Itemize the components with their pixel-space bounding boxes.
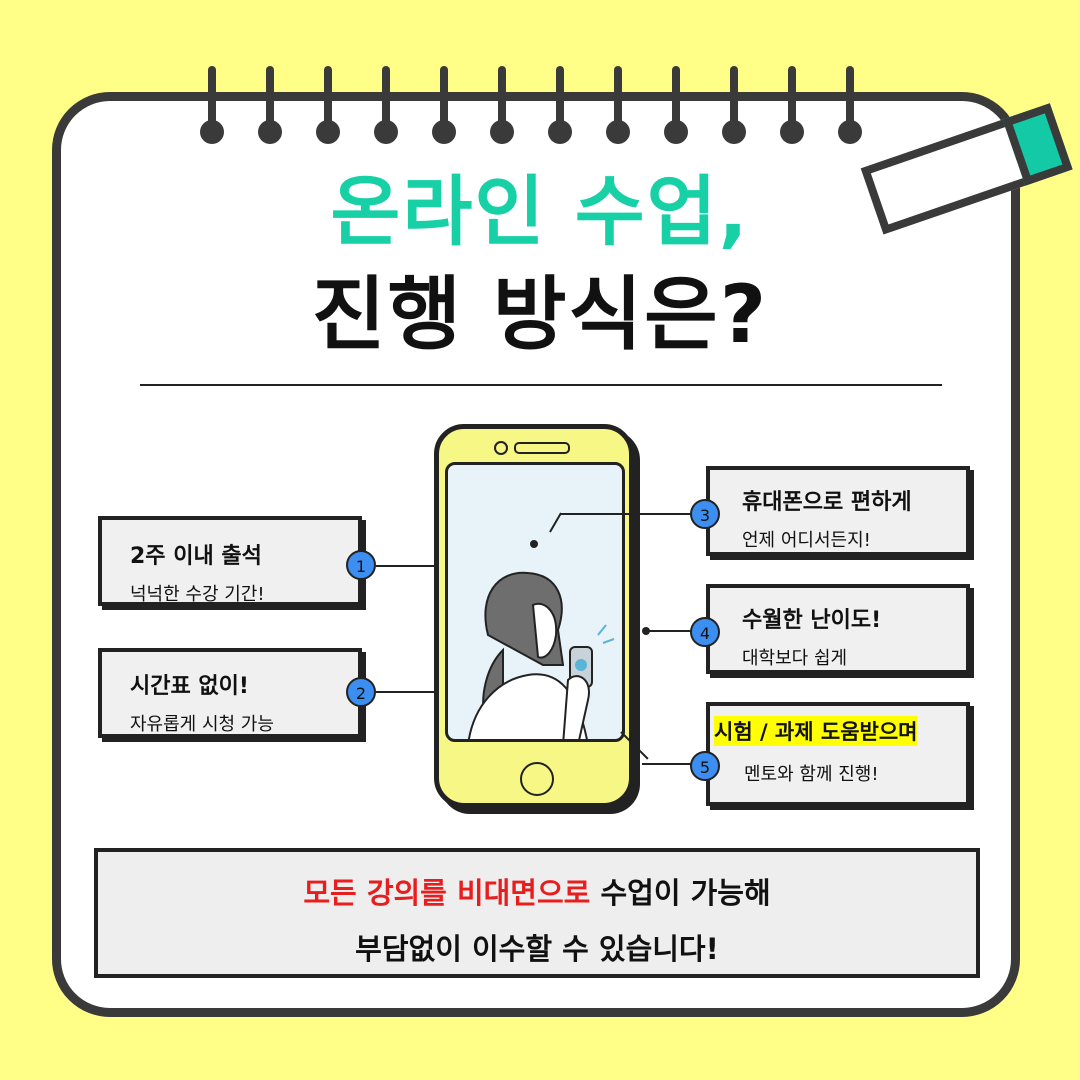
binder-ring-icon bbox=[490, 66, 514, 144]
smartphone-illustration bbox=[434, 424, 634, 808]
binder-ring-icon bbox=[780, 66, 804, 144]
feature-subtext: 멘토와 함께 진행! bbox=[744, 764, 879, 785]
number-badge-3: 3 bbox=[690, 499, 720, 529]
number-badge-5: 5 bbox=[690, 751, 720, 781]
title-line-1: 온라인 수업, bbox=[330, 167, 750, 256]
connector-dot bbox=[642, 627, 650, 635]
summary-line-1-rest: 수업이 가능해 bbox=[590, 876, 771, 910]
binder-ring-icon bbox=[664, 66, 688, 144]
connector-line bbox=[376, 565, 436, 567]
connector-line bbox=[642, 763, 692, 765]
number-badge-4: 4 bbox=[690, 617, 720, 647]
binder-ring-icon bbox=[722, 66, 746, 144]
feature-subtext: 자유롭게 시청 가능 bbox=[130, 714, 274, 735]
number-badge-2: 2 bbox=[346, 677, 376, 707]
summary-emphasis: 모든 강의를 비대면으로 bbox=[303, 876, 591, 910]
binder-ring-icon bbox=[548, 66, 572, 144]
feature-box-1: 2주 이내 출석 넉넉한 수강 기간! bbox=[98, 516, 362, 606]
binder-ring-icon bbox=[374, 66, 398, 144]
feature-heading: 시간표 없이! bbox=[130, 674, 249, 699]
connector-dot bbox=[530, 540, 538, 548]
feature-box-2: 시간표 없이! 자유롭게 시청 가능 bbox=[98, 648, 362, 738]
connector-line bbox=[376, 691, 436, 693]
feature-heading: 2주 이내 출석 bbox=[130, 544, 262, 569]
feature-heading: 수월한 난이도! bbox=[742, 608, 882, 633]
connector-line bbox=[646, 630, 692, 632]
feature-box-3: 휴대폰으로 편하게 언제 어디서든지! bbox=[706, 466, 970, 556]
summary-box: 모든 강의를 비대면으로 수업이 가능해 부담없이 이수할 수 있습니다! bbox=[94, 848, 980, 978]
speaker-icon bbox=[514, 442, 570, 454]
binder-ring-icon bbox=[316, 66, 340, 144]
binder-ring-icon bbox=[200, 66, 224, 144]
connector-line bbox=[560, 513, 692, 515]
binder-ring-icon bbox=[838, 66, 862, 144]
binder-ring-icon bbox=[432, 66, 456, 144]
feature-subtext: 대학보다 쉽게 bbox=[742, 648, 848, 669]
feature-box-4: 수월한 난이도! 대학보다 쉽게 bbox=[706, 584, 970, 674]
woman-with-phone-illustration bbox=[468, 571, 615, 739]
binder-ring-icon bbox=[258, 66, 282, 144]
feature-heading: 휴대폰으로 편하게 bbox=[742, 490, 912, 515]
home-button-icon bbox=[520, 762, 554, 796]
divider bbox=[140, 384, 942, 386]
camera-icon bbox=[494, 441, 508, 455]
summary-line-1: 모든 강의를 비대면으로 수업이 가능해 bbox=[98, 870, 976, 912]
feature-heading-highlighted: 시험 / 과제 도움받으며 bbox=[714, 716, 918, 746]
feature-box-5: 시험 / 과제 도움받으며 멘토와 함께 진행! bbox=[706, 702, 970, 806]
summary-line-2: 부담없이 이수할 수 있습니다! bbox=[355, 932, 719, 966]
number-badge-1: 1 bbox=[346, 550, 376, 580]
feature-subtext: 언제 어디서든지! bbox=[742, 530, 871, 551]
title-line-2: 진행 방식은? bbox=[311, 268, 769, 361]
phone-screen bbox=[445, 462, 625, 742]
binder-ring-icon bbox=[606, 66, 630, 144]
feature-subtext: 넉넉한 수강 기간! bbox=[130, 584, 265, 605]
